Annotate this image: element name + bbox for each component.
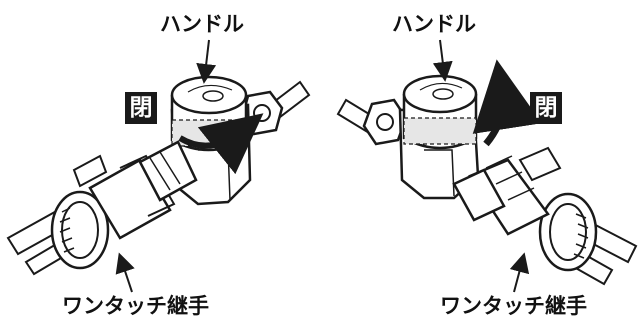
right-fitting-label: ワンタッチ継手 (440, 294, 587, 318)
right-handle-label: ハンドル (392, 12, 476, 36)
left-close-arrow (178, 113, 264, 175)
left-handle-label: ハンドル (160, 12, 244, 36)
right-closed-badge: 閉 (530, 92, 562, 124)
right-turn-arrow (472, 59, 542, 147)
left-closed-badge: 閉 (125, 92, 157, 124)
right-valve-assembly (336, 39, 638, 293)
left-fitting-label: ワンタッチ継手 (62, 294, 209, 318)
left-valve-assembly (6, 39, 311, 293)
